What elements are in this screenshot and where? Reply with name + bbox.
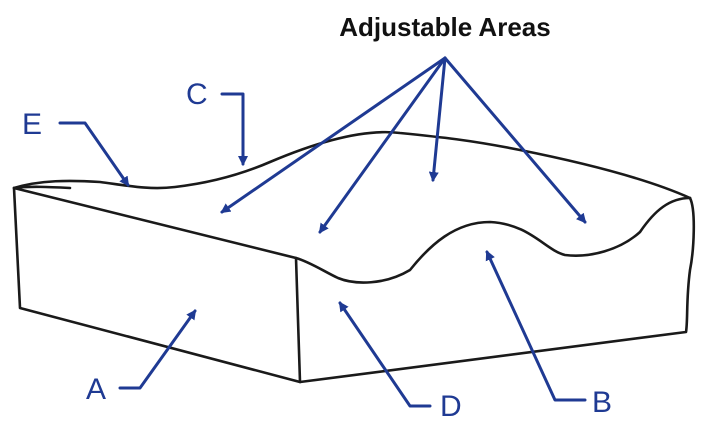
adjustable-arrow-1 bbox=[220, 56, 447, 214]
adjustable-arrow-3 bbox=[428, 56, 447, 182]
cushion-top-surface-outline bbox=[12, 130, 692, 200]
cushion-right-face bbox=[298, 196, 696, 384]
pointer-c bbox=[220, 92, 248, 166]
cushion-left-edge bbox=[12, 185, 72, 190]
label-c: C bbox=[186, 78, 208, 111]
seat-cushion-drawing bbox=[12, 130, 696, 384]
pointer-a bbox=[118, 309, 197, 390]
adjustable-arrow-2 bbox=[318, 56, 447, 234]
pointer-e bbox=[58, 121, 130, 187]
pointer-arrows bbox=[58, 56, 587, 408]
diagram-title: Adjustable Areas bbox=[339, 12, 550, 42]
label-d: D bbox=[440, 390, 462, 423]
label-a: A bbox=[86, 373, 106, 406]
pointer-d bbox=[338, 301, 432, 408]
pointer-b bbox=[485, 250, 587, 402]
label-b: B bbox=[592, 386, 612, 419]
cushion-contour-edge bbox=[294, 196, 692, 284]
adjustable-arrow-4 bbox=[443, 56, 587, 224]
cushion-front-face bbox=[12, 186, 302, 384]
label-e: E bbox=[22, 108, 42, 141]
